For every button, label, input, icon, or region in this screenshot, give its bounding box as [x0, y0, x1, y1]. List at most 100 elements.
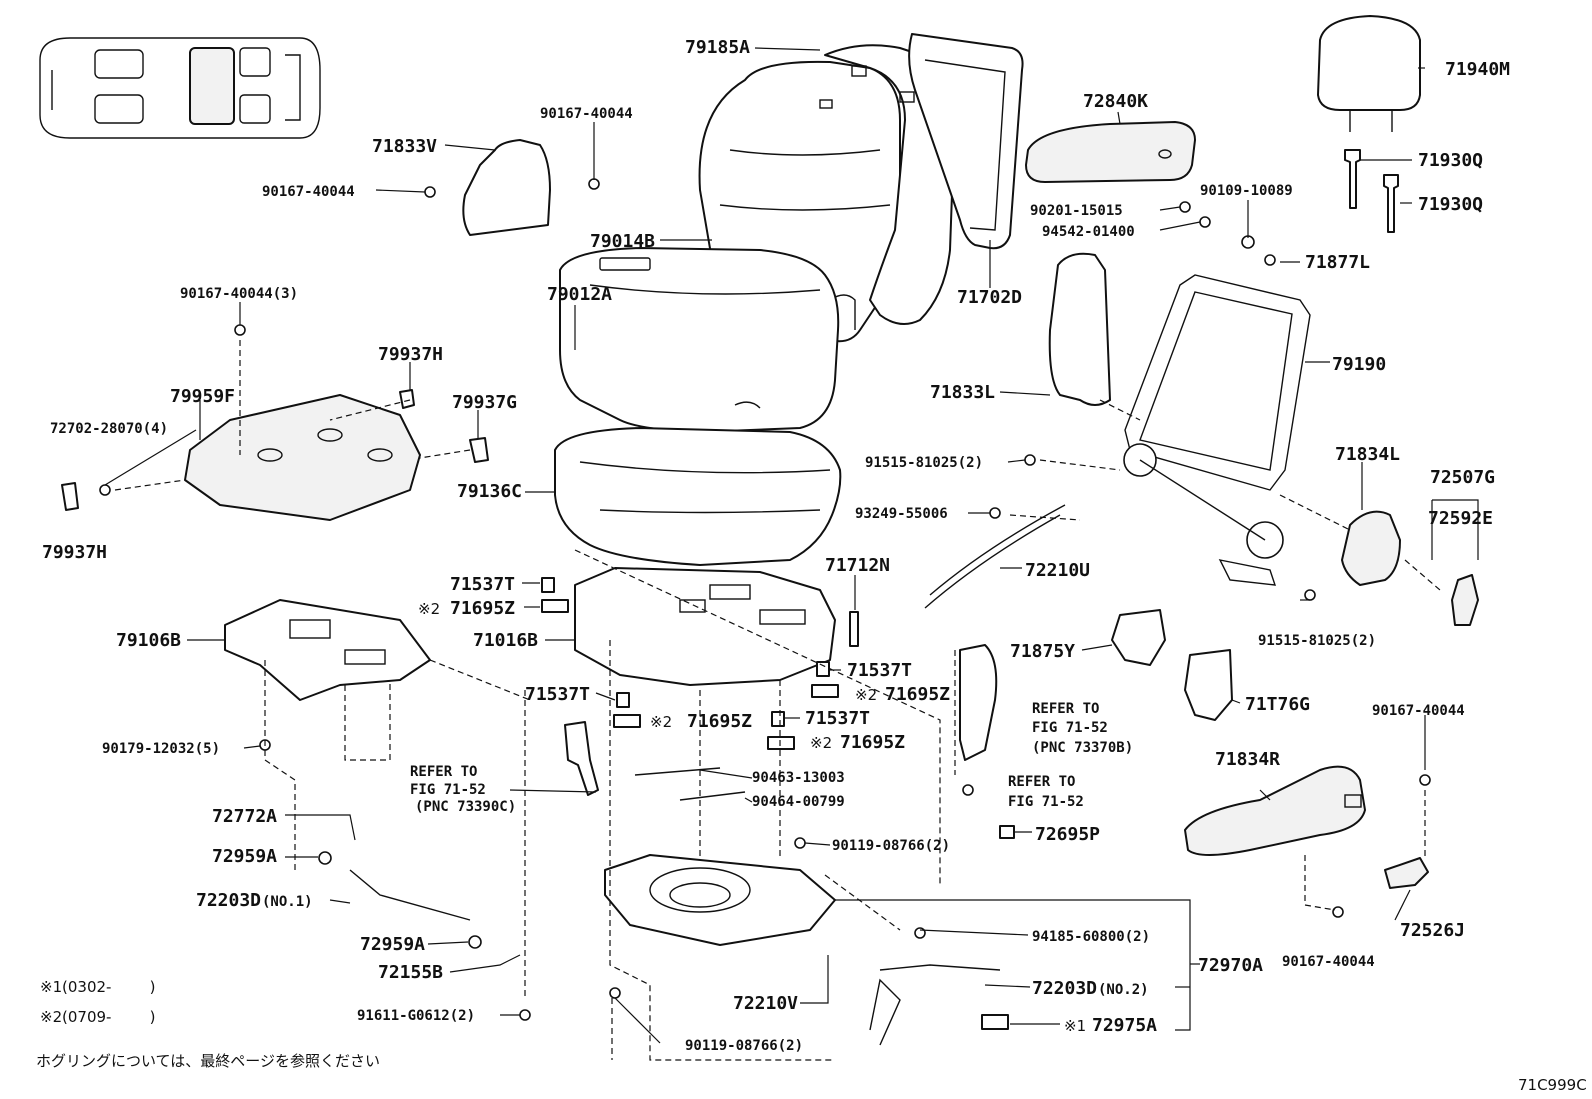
footer-japanese-note: ホグリングについては、最終ページを参照ください: [36, 1052, 380, 1070]
label-90119-08766-mid: 90119-08766(2): [832, 838, 950, 854]
label-91515-81025-bottom: 91515-81025(2): [1258, 633, 1376, 649]
label-93249-55006: 93249-55006: [855, 506, 948, 522]
recliner-knob: [1451, 574, 1479, 626]
label-90119-08766-bottom: 90119-08766(2): [685, 1038, 803, 1054]
label-94185-60800: 94185-60800(2): [1032, 929, 1150, 945]
svg-text:FIG 71-52: FIG 71-52: [1008, 794, 1084, 810]
release-cable-72210U: [924, 504, 1066, 609]
cap-72695P: [999, 825, 1015, 839]
reference-note-fig-71-52: REFER TO FIG 71-52: [1008, 774, 1084, 810]
mark-2-c: ※2: [650, 713, 672, 731]
label-71695Z-4: 71695Z: [840, 732, 905, 753]
label-91611-G0612: 91611-G0612(2): [357, 1008, 475, 1024]
label-90179-12032: 90179-12032(5): [102, 741, 220, 757]
seat-cushion-cover: [559, 247, 840, 433]
mark-2-a: ※2: [418, 600, 440, 618]
label-71930Q-b: 71930Q: [1418, 194, 1483, 215]
label-90201-15015: 90201-15015: [1030, 203, 1123, 219]
label-79190: 79190: [1332, 354, 1386, 375]
label-91515-81025-top: 91515-81025(2): [865, 455, 983, 471]
label-72203D-1-suffix: (NO.1): [262, 894, 313, 910]
label-71833V: 71833V: [372, 136, 437, 157]
label-71702D: 71702D: [957, 287, 1022, 308]
svg-text:FIG 71-52: FIG 71-52: [410, 782, 486, 798]
mark-1-a: ※1: [1064, 1017, 1086, 1035]
label-72526J: 72526J: [1400, 920, 1465, 941]
label-90109-10089: 90109-10089: [1200, 183, 1293, 199]
armrest: [1025, 121, 1196, 183]
label-71537T-1: 71537T: [450, 574, 515, 595]
label-71877L: 71877L: [1305, 252, 1370, 273]
label-72959A-1: 72959A: [212, 846, 277, 867]
label-72840K: 72840K: [1083, 91, 1148, 112]
label-79937H-top: 79937H: [378, 344, 443, 365]
mark-2-d: ※2: [810, 734, 832, 752]
svg-text:REFER TO: REFER TO: [410, 764, 477, 780]
label-79937H-bottom: 79937H: [42, 542, 107, 563]
recliner-cover-71834L: [1341, 510, 1401, 586]
label-72203D-2-suffix: (NO.2): [1098, 982, 1149, 998]
headrest: [1317, 15, 1421, 132]
tie-90463: [634, 767, 721, 776]
side-cover-71875Y: [1111, 609, 1166, 666]
seat-belt-buckle-right: [959, 644, 998, 761]
label-79012A: 79012A: [547, 284, 612, 305]
label-71537T-2: 71537T: [847, 660, 912, 681]
label-90167-40044-br: 90167-40044: [1282, 954, 1375, 970]
svg-text:REFER TO: REFER TO: [1008, 774, 1075, 790]
tie-90464: [679, 791, 746, 801]
label-72210V: 72210V: [733, 993, 798, 1014]
label-71712N: 71712N: [825, 555, 890, 576]
label-72155B: 72155B: [378, 962, 443, 983]
pad-71537T: [541, 577, 830, 727]
label-90167-40044-right: 90167-40044: [1372, 703, 1465, 719]
seatback-frame: [1123, 274, 1311, 586]
legend-mark-1: ※1: [40, 978, 62, 996]
leader-lines: [104, 47, 1479, 1044]
label-71537T-4: 71537T: [805, 708, 870, 729]
label-79959F: 79959F: [170, 386, 235, 407]
legend-notes: ※1 (0302- ) ※2 (0709- ): [40, 978, 155, 1026]
label-90464-00799: 90464-00799: [752, 794, 845, 810]
label-71930Q-a: 71930Q: [1418, 150, 1483, 171]
part-labels: 79185A 71940M 90167-40044 71833V 90167-4…: [42, 37, 1510, 1054]
label-71833L: 71833L: [930, 382, 995, 403]
plate-72975A: [981, 1014, 1009, 1030]
mark-2-b: ※2: [855, 686, 877, 704]
label-90167-40044-top: 90167-40044: [540, 106, 633, 122]
label-72203D-1: 72203D: [196, 890, 261, 911]
figure-code: 71C999C: [1518, 1076, 1587, 1094]
label-72507G: 72507G: [1430, 467, 1495, 488]
pad-71695Z: [541, 599, 839, 750]
clip-79937G: [469, 437, 489, 463]
headrest-guide-b: [1383, 174, 1399, 233]
seat-cover-71833L: [1048, 252, 1111, 406]
label-71875Y: 71875Y: [1010, 641, 1075, 662]
label-79185A: 79185A: [685, 37, 750, 58]
seat-cushion-frame: [574, 567, 836, 686]
headrest-guide-a: [1344, 149, 1361, 209]
svg-text:REFER TO: REFER TO: [1032, 701, 1099, 717]
reference-note-73390C: REFER TO FIG 71-52 (PNC 73390C): [410, 764, 516, 815]
label-72970A: 72970A: [1198, 955, 1263, 976]
label-71695Z-3: 71695Z: [687, 711, 752, 732]
seat-belt-buckle-left: [564, 721, 599, 796]
label-79014B: 79014B: [590, 231, 655, 252]
label-79106B: 79106B: [116, 630, 181, 651]
label-79937G: 79937G: [452, 392, 517, 413]
label-71537T-3: 71537T: [525, 684, 590, 705]
side-cover-71834R: [1184, 765, 1366, 856]
side-cover-71T76G: [1184, 649, 1233, 721]
vehicle-locator-thumbnail: [39, 37, 321, 139]
label-79136C: 79136C: [457, 481, 522, 502]
release-lever-no2: [869, 964, 1001, 1046]
label-72203D-2: 72203D: [1032, 978, 1097, 999]
label-71016B: 71016B: [473, 630, 538, 651]
label-72772A: 72772A: [212, 806, 277, 827]
seat-track-assembly: [604, 854, 836, 946]
label-72702-28070: 72702-28070(4): [50, 421, 168, 437]
label-71940M: 71940M: [1445, 59, 1510, 80]
label-72210U: 72210U: [1025, 560, 1090, 581]
label-72592E: 72592E: [1428, 508, 1493, 529]
